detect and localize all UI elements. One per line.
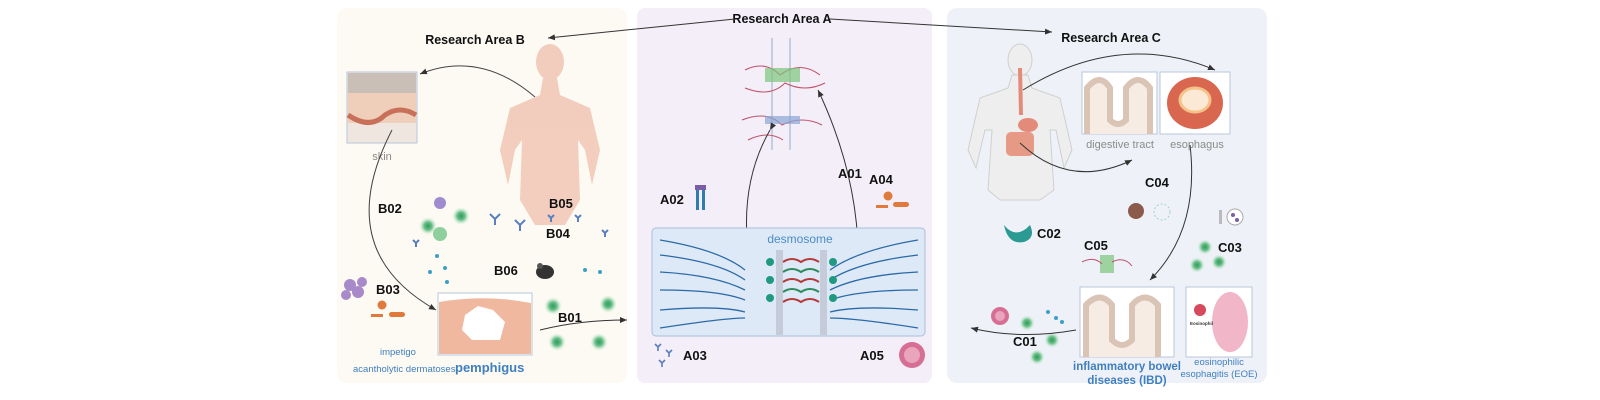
human-digestive-body-figure <box>967 43 1073 201</box>
microbe-icon <box>371 300 405 317</box>
label-a03: A03 <box>683 348 707 363</box>
eoe-label-line1: eosinophilic <box>1194 357 1244 368</box>
label-b04: B04 <box>546 226 571 241</box>
label-a05: A05 <box>860 348 884 363</box>
green-cells-icon <box>544 295 617 351</box>
label-b03: B03 <box>376 282 400 297</box>
dots-icon <box>428 254 602 284</box>
acantholytic-dermatoses-label: acantholytic dermatoses <box>353 364 456 375</box>
mouse-icon <box>536 263 554 279</box>
arrow-skin-to-pemphigus <box>368 129 437 311</box>
impetigo-label: impetigo <box>380 347 416 358</box>
esophagus-label: esophagus <box>1170 139 1224 151</box>
research-area-c-title: Research Area C <box>1061 31 1161 45</box>
cadherin-icon <box>695 185 706 210</box>
green-cells-icon-c03 <box>1189 239 1227 273</box>
eoe-image: Eosinophil <box>1185 286 1253 358</box>
arrow-body-to-digestive <box>1019 142 1133 173</box>
bacterium-icon-c02 <box>1004 225 1032 243</box>
pemphigus-label: pemphigus <box>455 360 524 375</box>
label-c02: C02 <box>1037 226 1061 241</box>
esophagus-image <box>1159 71 1231 135</box>
research-area-a-title: Research Area A <box>732 12 831 26</box>
arrow-tract-to-ibd <box>1149 144 1193 281</box>
arrow-body-to-skin <box>419 65 536 98</box>
antibodies-icon <box>412 213 609 247</box>
arrow-a-to-c <box>829 18 1053 35</box>
label-a01: A01 <box>838 166 862 181</box>
label-a04: A04 <box>869 172 894 187</box>
female-body-figure <box>500 44 600 225</box>
ibd-image <box>1079 286 1175 358</box>
bacteria-icon <box>341 277 367 300</box>
arrow-c-to-a <box>970 326 1077 336</box>
microbe-icon-a04 <box>876 191 909 208</box>
red-blood-cell-icon <box>899 342 925 368</box>
label-c05: C05 <box>1084 238 1108 253</box>
eosinophil-label: Eosinophil <box>1190 321 1213 326</box>
desmosome-box <box>651 227 926 337</box>
eoe-label-line2: esophagitis (EOE) <box>1180 369 1257 380</box>
ibd-label-line2: diseases (IBD) <box>1087 375 1166 387</box>
pemphigus-image <box>437 292 533 356</box>
label-b01: B01 <box>558 310 582 325</box>
ibd-label-line1: inflammatory bowel <box>1073 361 1181 373</box>
research-area-b-title: Research Area B <box>425 33 525 47</box>
sample-tube-icon <box>1219 208 1244 226</box>
adhesion-structure-icon-c05 <box>1081 255 1133 273</box>
digestive-tract-image <box>1081 71 1158 135</box>
digestive-tract-label: digestive tract <box>1086 139 1154 151</box>
immune-cells-icon <box>419 197 470 241</box>
label-c01: C01 <box>1013 334 1037 349</box>
desmosome-label: desmosome <box>767 232 833 246</box>
label-c04: C04 <box>1145 175 1170 190</box>
arrow-body-to-esophagus <box>1022 53 1216 91</box>
sequencing-icon <box>1128 203 1171 221</box>
cells-icon-c01 <box>991 307 1064 365</box>
skin-label: skin <box>372 151 392 163</box>
label-b06: B06 <box>494 263 518 278</box>
arrow-b-to-a <box>539 317 628 331</box>
skin-image <box>346 71 418 144</box>
label-b02: B02 <box>378 201 402 216</box>
label-b05: B05 <box>549 196 573 211</box>
antibodies-icon-a03 <box>654 343 673 367</box>
arrow-a-to-b <box>547 18 736 41</box>
label-c03: C03 <box>1218 240 1242 255</box>
label-a02: A02 <box>660 192 684 207</box>
